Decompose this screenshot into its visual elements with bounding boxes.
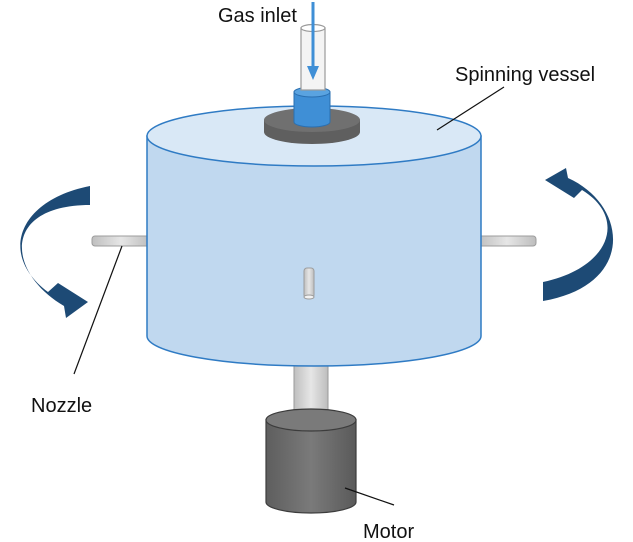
- rotation-arrow-right-icon: [543, 168, 614, 301]
- nozzle-right: [477, 235, 537, 247]
- nozzle-left: [91, 235, 151, 247]
- label-motor: Motor: [363, 521, 414, 542]
- spinning-vessel: [146, 105, 482, 367]
- motor: [265, 408, 357, 514]
- nozzle-front: [303, 267, 315, 300]
- leader-line-spinning-vessel: [436, 86, 505, 131]
- gas-connector: [293, 86, 331, 128]
- gas-flow-arrow-icon: [307, 2, 319, 80]
- leader-line-nozzle: [73, 245, 123, 375]
- label-gas-inlet: Gas inlet: [218, 5, 297, 27]
- label-spinning-vessel: Spinning vessel: [455, 64, 595, 86]
- label-nozzle: Nozzle: [31, 395, 92, 417]
- leader-line-motor: [344, 487, 395, 506]
- rotation-arrow-left-icon: [20, 186, 90, 318]
